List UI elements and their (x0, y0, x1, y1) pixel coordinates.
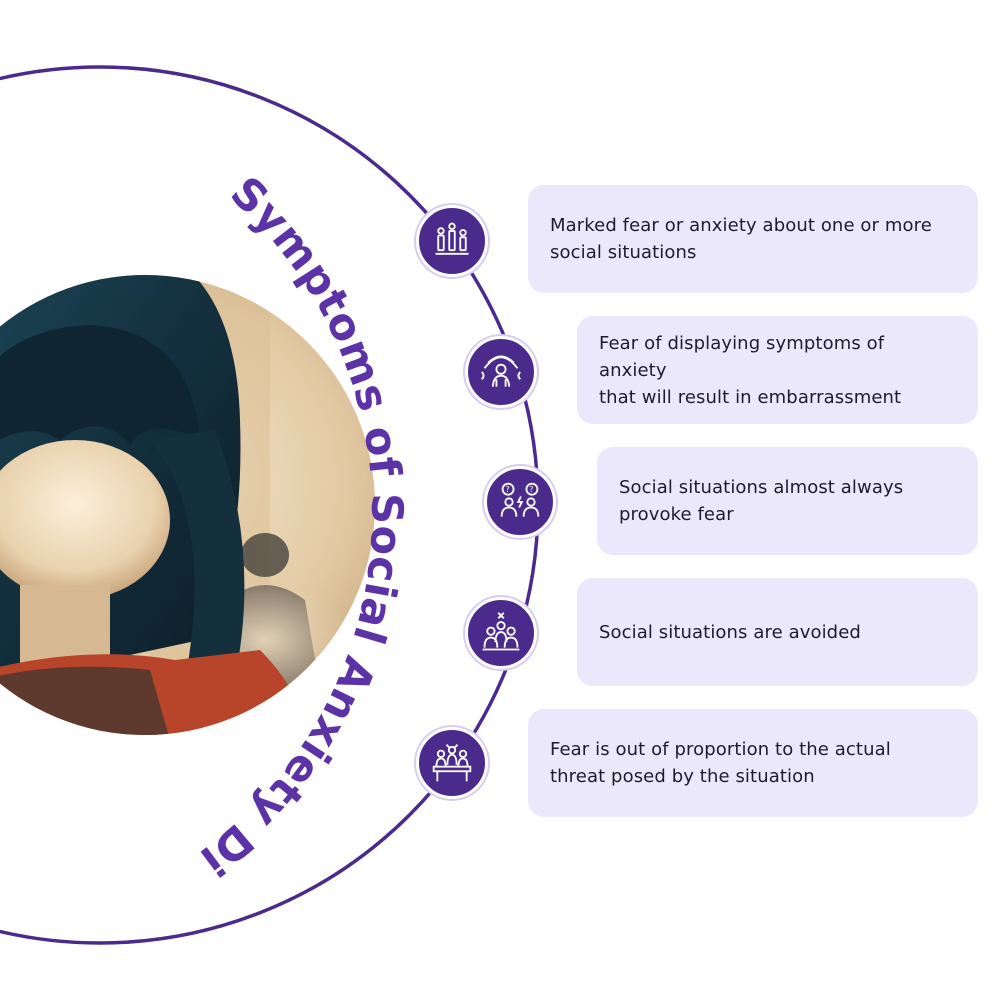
portrait-photo (0, 275, 375, 735)
svg-text:?: ? (529, 484, 533, 494)
people-standing-icon (416, 205, 488, 277)
svg-text:?: ? (505, 484, 509, 494)
symptom-1-line-2: social situations (550, 242, 697, 263)
symptom-3-line-1: Social situations almost always (619, 477, 904, 498)
symptom-text-2: Fear of displaying symptoms of anxiety t… (599, 330, 956, 411)
symptom-card-4: Social situations are avoided (577, 578, 978, 686)
symptom-5-line-2: threat posed by the situation (550, 766, 815, 787)
symptom-4-line-1: Social situations are avoided (599, 621, 861, 643)
meeting-table-icon (416, 727, 488, 799)
symptom-1-line-1: Marked fear or anxiety about one or more (550, 215, 932, 236)
symptom-text-1: Marked fear or anxiety about one or more… (550, 212, 932, 266)
symptom-card-3: Social situations almost always provoke … (597, 447, 978, 555)
symptom-3-line-2: provoke fear (619, 504, 734, 525)
symptom-card-5: Fear is out of proportion to the actual … (528, 709, 978, 817)
symptom-2-line-2: that will result in embarrassment (599, 386, 902, 408)
symptom-2-line-1: Fear of displaying symptoms of anxiety (599, 332, 885, 381)
symptom-card-1: Marked fear or anxiety about one or more… (528, 185, 978, 293)
symptom-text-4: Social situations are avoided (599, 619, 861, 646)
symptom-card-2: Fear of displaying symptoms of anxiety t… (577, 316, 978, 424)
anxious-person-icon (465, 336, 537, 408)
avoided-group-icon (465, 597, 537, 669)
symptom-text-5: Fear is out of proportion to the actual … (550, 736, 891, 790)
symptom-5-line-1: Fear is out of proportion to the actual (550, 739, 891, 760)
symptom-text-3: Social situations almost always provoke … (619, 474, 903, 528)
confused-conversation-icon: ? ? (484, 466, 556, 538)
